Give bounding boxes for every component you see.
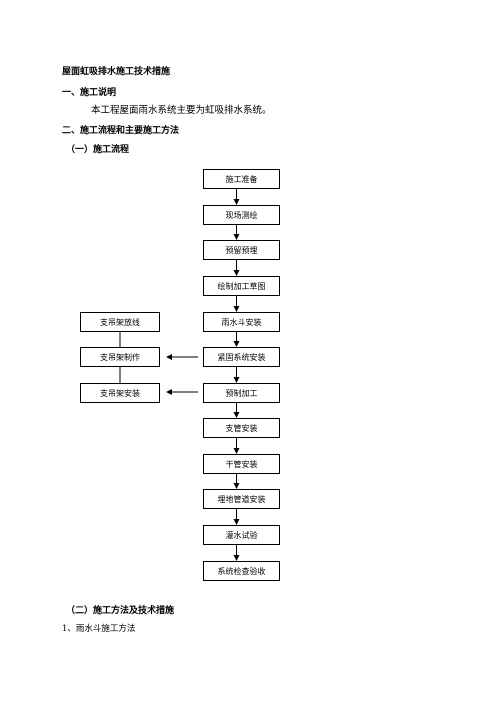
flow-step-fastening-install: 紧固系统安装 (203, 347, 280, 367)
flow-step-buried-pipe-install: 埋地管道安装 (203, 489, 280, 509)
flow-side-hanger-layout: 支吊架放线 (80, 312, 160, 332)
flow-step-rain-bucket-install: 雨水斗安装 (203, 312, 280, 332)
section-paragraph: 本工程屋面雨水系统主要为虹吸排水系统。 (91, 105, 272, 116)
flow-step-drawing: 绘制加工草图 (203, 276, 280, 296)
flow-step-prefabrication: 预制加工 (203, 383, 280, 403)
flow-side-hanger-fabrication: 支吊架制作 (80, 347, 160, 367)
flow-step-main-pipe-install: 干管安装 (203, 454, 280, 474)
flow-step-water-test: 灌水试验 (203, 525, 280, 545)
flow-step-branch-pipe-install: 支管安装 (203, 418, 280, 438)
section-heading-construction-description: 一、施工说明 (62, 88, 117, 98)
flow-step-inspection-acceptance: 系统检查验收 (203, 561, 280, 581)
section-heading-process-methods: 二、施工流程和主要施工方法 (62, 126, 180, 136)
document-title: 屋面虹吸排水施工技术措施 (62, 67, 171, 77)
flow-side-hanger-install: 支吊架安装 (80, 383, 160, 403)
subsection-heading-methods: （二）施工方法及技术措施 (66, 606, 175, 616)
flow-step-embedding: 预留预埋 (203, 240, 280, 260)
list-item-rain-bucket-method: 1、雨水斗施工方法 (62, 624, 136, 634)
flow-step-site-survey: 现场测绘 (203, 205, 280, 225)
subsection-heading-process: （一）施工流程 (66, 145, 130, 155)
flow-step-preparation: 施工准备 (203, 169, 280, 189)
